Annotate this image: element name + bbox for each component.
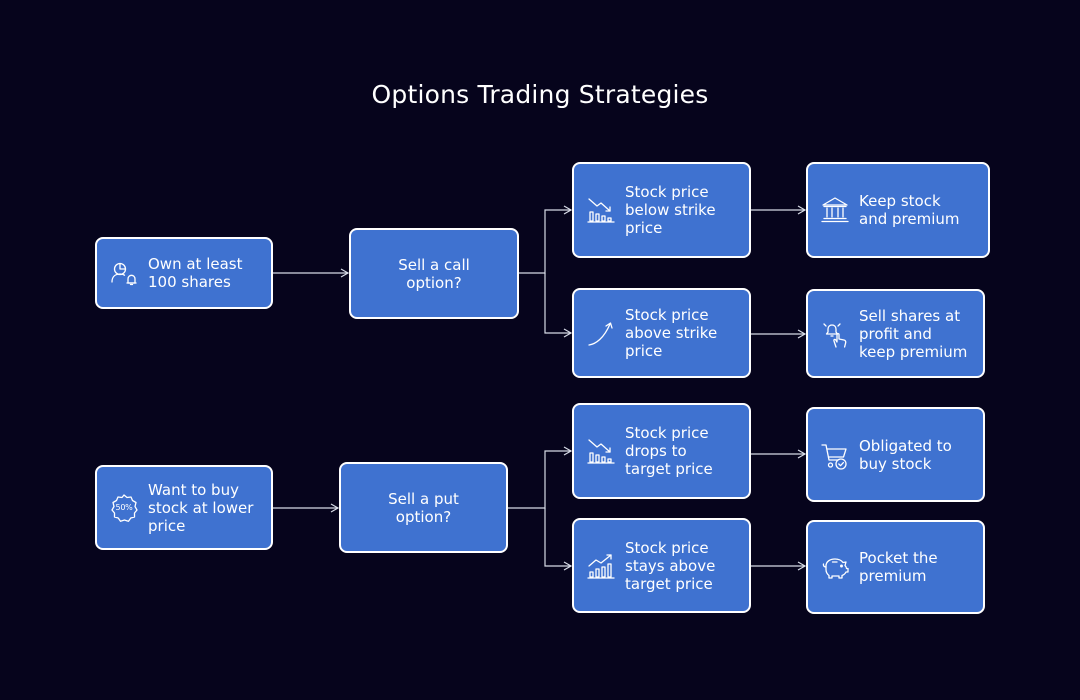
node-want-buy-label: Want to buy stock at lower price xyxy=(148,480,254,535)
piggy-bank-icon xyxy=(820,552,850,582)
bank-icon xyxy=(820,195,850,225)
connector-call-branch xyxy=(519,205,573,274)
node-sell-profit-label: Sell shares at profit and keep premium xyxy=(859,306,968,361)
chart-down-icon xyxy=(586,436,616,466)
cart-check-icon xyxy=(820,440,850,470)
node-pocket: Pocket the premium xyxy=(806,520,985,614)
node-call-above: Stock price above strike price xyxy=(572,288,751,378)
node-sell-call: Sell a call option? xyxy=(349,228,519,319)
bell-hand-icon xyxy=(820,319,850,349)
node-put-drops: Stock price drops to target price xyxy=(572,403,751,499)
node-obligated: Obligated to buy stock xyxy=(806,407,985,502)
node-pocket-label: Pocket the premium xyxy=(859,549,938,585)
connector-put-branch xyxy=(508,446,573,509)
diagram-title: Options Trading Strategies xyxy=(371,80,709,109)
node-sell-call-label: Sell a call option? xyxy=(398,255,470,292)
node-put-stays: Stock price stays above target price xyxy=(572,518,751,613)
node-sell-put: Sell a put option? xyxy=(339,462,508,553)
node-own-shares-label: Own at least 100 shares xyxy=(148,255,243,291)
node-sell-put-label: Sell a put option? xyxy=(388,489,459,526)
node-call-below: Stock price below strike price xyxy=(572,162,751,258)
node-put-stays-label: Stock price stays above target price xyxy=(625,538,716,593)
chart-up-icon xyxy=(586,551,616,581)
node-call-below-label: Stock price below strike price xyxy=(625,183,716,237)
node-want-buy: 50% Want to buy stock at lower price xyxy=(95,465,273,550)
connector-put-branch-lower xyxy=(544,508,573,571)
node-call-above-label: Stock price above strike price xyxy=(625,306,718,360)
node-keep-stock-label: Keep stock and premium xyxy=(859,192,960,228)
node-put-drops-label: Stock price drops to target price xyxy=(625,424,713,478)
discount-badge-icon: 50% xyxy=(109,493,139,523)
node-obligated-label: Obligated to buy stock xyxy=(859,436,952,473)
connector-call-branch-lower xyxy=(544,273,573,338)
curve-up-icon xyxy=(586,318,616,348)
node-sell-profit: Sell shares at profit and keep premium xyxy=(806,289,985,378)
node-keep-stock: Keep stock and premium xyxy=(806,162,990,258)
user-pie-bell-icon xyxy=(109,258,139,288)
node-own-shares: Own at least 100 shares xyxy=(95,237,273,309)
chart-down-icon xyxy=(586,195,616,225)
discount-badge-text: 50% xyxy=(115,502,133,512)
